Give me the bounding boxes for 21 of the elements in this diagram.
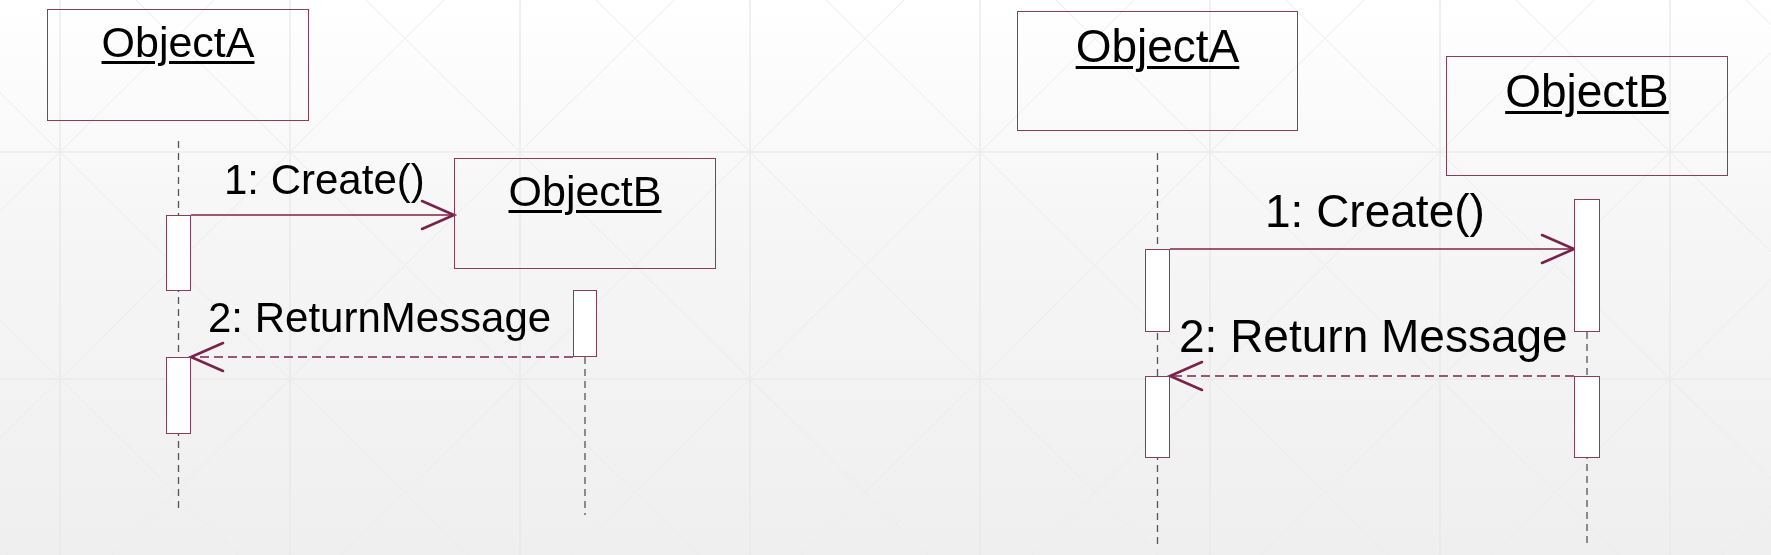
- activation-bar: [573, 290, 597, 357]
- object-name: ObjectA: [101, 17, 255, 68]
- object-box: [1446, 56, 1728, 176]
- activation-bar: [166, 357, 191, 434]
- message-arrow: [1168, 360, 1575, 392]
- message-label: 1: Create(): [224, 159, 425, 201]
- activation-bar: [166, 215, 191, 291]
- object-box: [1017, 11, 1298, 131]
- object-name: ObjectB: [1505, 64, 1669, 119]
- activation-bar: [1145, 249, 1170, 332]
- object-box: [454, 158, 716, 269]
- activation-bar: [1574, 199, 1600, 332]
- message-arrow: [190, 199, 456, 231]
- activation-bar: [1574, 376, 1600, 458]
- message-arrow: [1169, 233, 1576, 265]
- object-name: ObjectA: [1075, 19, 1240, 74]
- object-box: [47, 9, 309, 121]
- message-label: 2: ReturnMessage: [208, 297, 552, 339]
- message-arrow: [189, 341, 574, 373]
- activation-bar: [1145, 376, 1170, 458]
- object-name: ObjectB: [508, 166, 662, 217]
